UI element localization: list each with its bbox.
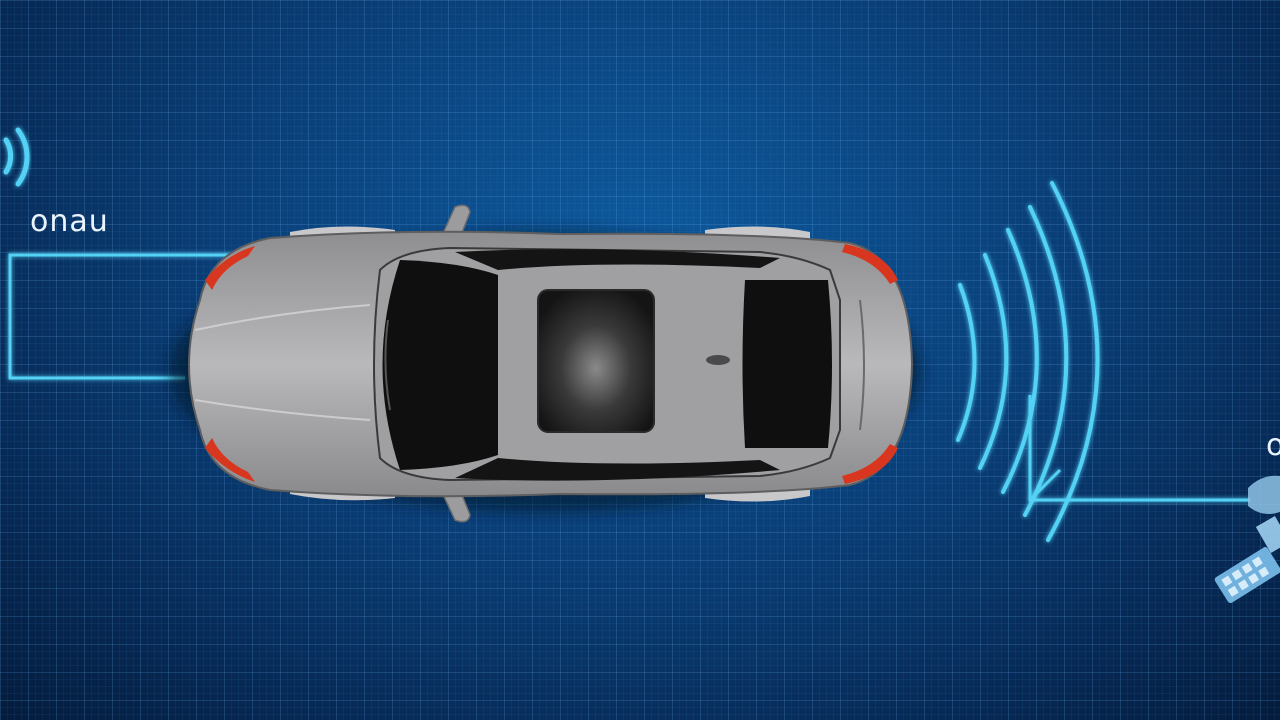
left-sensor-label: onau	[30, 204, 109, 239]
left-signal-wave-icon	[3, 127, 30, 187]
right-sensor-label: o	[1266, 428, 1280, 463]
car-top-view	[188, 204, 914, 523]
sensor-device-icon	[1214, 475, 1280, 604]
left-sensor-bracket	[8, 253, 235, 380]
rear-sensor-waves	[956, 181, 1100, 542]
right-sensor-bracket	[1028, 395, 1250, 502]
